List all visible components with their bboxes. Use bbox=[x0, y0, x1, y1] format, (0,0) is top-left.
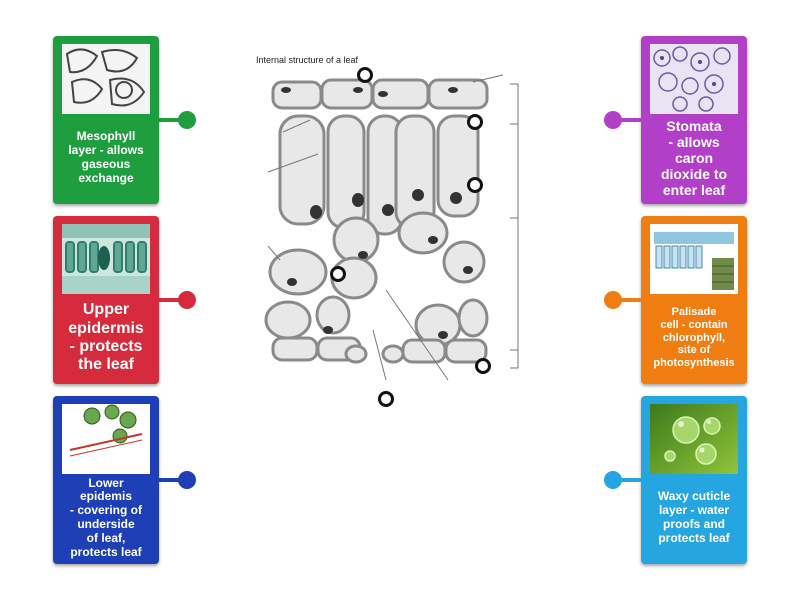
drop-target-stomata[interactable] bbox=[378, 391, 394, 407]
card-mesophyll[interactable]: Mesophyll layer - allows gaseous exchang… bbox=[53, 36, 159, 204]
handle-palisade[interactable] bbox=[604, 291, 622, 309]
card-stomata-label: Stomata - allows caron dioxide to enter … bbox=[660, 117, 728, 199]
card-lower-epidermis[interactable]: Lower epidemis - covering of underside o… bbox=[53, 396, 159, 564]
card-cuticle[interactable]: Waxy cuticle layer - water proofs and pr… bbox=[641, 396, 747, 564]
leaf-diagram-drawing bbox=[264, 74, 519, 381]
drop-target-lower-epidermis[interactable] bbox=[475, 358, 491, 374]
drop-target-upper-epidermis[interactable] bbox=[357, 67, 373, 83]
palisade-cell-diagram-image bbox=[650, 224, 738, 294]
stomata-micrograph-image bbox=[650, 44, 738, 114]
card-mesophyll-label: Mesophyll layer - allows gaseous exchang… bbox=[68, 129, 144, 185]
drop-target-cuticle[interactable] bbox=[467, 114, 483, 130]
drop-target-mesophyll[interactable] bbox=[330, 266, 346, 282]
connector-stomata bbox=[615, 118, 641, 122]
connector-lower-epidermis bbox=[159, 478, 185, 482]
card-palisade-label: Palisade cell - contain chlorophyll, sit… bbox=[653, 306, 735, 369]
handle-stomata[interactable] bbox=[604, 111, 622, 129]
card-cuticle-label: Waxy cuticle layer - water proofs and pr… bbox=[657, 489, 731, 545]
lower-epidermis-diagram-image bbox=[62, 404, 150, 474]
handle-mesophyll[interactable] bbox=[178, 111, 196, 129]
mesophyll-cells-image bbox=[62, 44, 150, 114]
epidermis-section-image bbox=[62, 224, 150, 294]
card-stomata[interactable]: Stomata - allows caron dioxide to enter … bbox=[641, 36, 747, 204]
card-palisade[interactable]: Palisade cell - contain chlorophyll, sit… bbox=[641, 216, 747, 384]
handle-lower-epidermis[interactable] bbox=[178, 471, 196, 489]
drop-target-palisade[interactable] bbox=[467, 177, 483, 193]
card-upper-epidermis[interactable]: Upper epidermis - protects the leaf bbox=[53, 216, 159, 384]
connector-mesophyll bbox=[159, 118, 185, 122]
handle-cuticle[interactable] bbox=[604, 471, 622, 489]
diagram-title: Internal structure of a leaf bbox=[256, 55, 359, 65]
card-upper-epidermis-label: Upper epidermis - protects the leaf bbox=[68, 301, 144, 374]
leaf-cross-section-diagram bbox=[248, 50, 530, 410]
connector-upper-epidermis bbox=[159, 298, 185, 302]
connector-palisade bbox=[615, 298, 641, 302]
connector-cuticle bbox=[615, 478, 641, 482]
water-droplets-image bbox=[650, 404, 738, 474]
card-lower-epidermis-label: Lower epidemis - covering of underside o… bbox=[69, 475, 142, 559]
handle-upper-epidermis[interactable] bbox=[178, 291, 196, 309]
